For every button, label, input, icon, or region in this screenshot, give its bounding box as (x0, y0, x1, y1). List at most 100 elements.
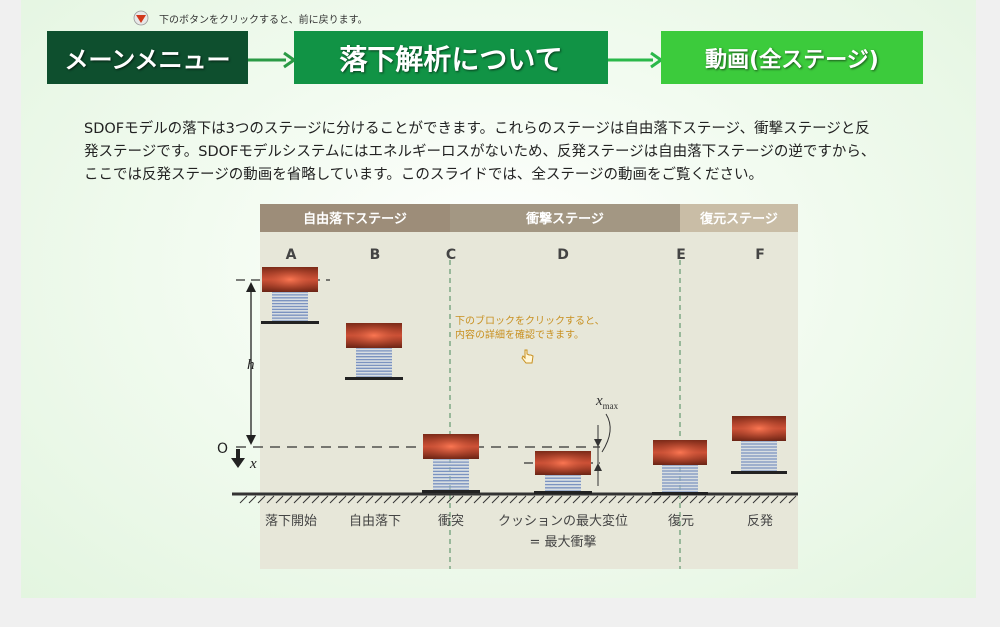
hand-pointer-icon (521, 349, 534, 364)
intro-line: 発ステージです。SDOFモデルシステムにはエネルギーロスがないため、反発ステージ… (84, 144, 876, 160)
hatch-mark (347, 495, 356, 504)
base-plate (731, 471, 787, 474)
hatch-mark (590, 495, 599, 504)
top-hint: 下のボタンをクリックすると、前に戻ります。 (133, 10, 368, 26)
hatch-mark (338, 495, 347, 504)
down-arrow-icon[interactable] (133, 10, 149, 26)
hatch-mark (356, 495, 365, 504)
intro-line: ここでは反発ステージの動画を省略しています。このスライドでは、全ステージの動画を… (84, 167, 764, 183)
mass-f[interactable] (731, 416, 787, 474)
mass-b[interactable] (345, 323, 403, 380)
spring (433, 459, 469, 490)
arrow-head-icon (594, 463, 602, 471)
column-label-d: D (557, 247, 569, 263)
hatch-mark (599, 495, 608, 504)
mass-a[interactable] (261, 267, 319, 324)
about-drop-button[interactable]: 落下解析について (294, 31, 608, 84)
hatch-mark (698, 495, 707, 504)
mass-block-glow (423, 434, 479, 459)
spring (662, 465, 698, 492)
hatch-mark (320, 495, 329, 504)
base-plate (261, 321, 319, 324)
hatch-mark (554, 495, 563, 504)
hatch-mark (608, 495, 617, 504)
column-label-c: C (446, 247, 456, 263)
mass-e[interactable] (652, 440, 708, 495)
hatch-mark (428, 495, 437, 504)
caption-max-displacement: クッションの最大変位 (498, 513, 628, 529)
hatch-mark (725, 495, 734, 504)
hatch-mark (545, 495, 554, 504)
hatch-mark (581, 495, 590, 504)
mass-block-glow (653, 440, 707, 465)
hatch-mark (617, 495, 626, 504)
arrow-head-icon (594, 439, 602, 447)
hatch-mark (761, 495, 770, 504)
column-label-b: B (370, 247, 381, 263)
hatch-mark (788, 495, 797, 504)
hatch-mark (482, 495, 491, 504)
caption-collision: 衝突 (438, 513, 464, 529)
hatch-mark (419, 495, 428, 504)
mass-c[interactable] (422, 434, 480, 493)
hatch-mark (365, 495, 374, 504)
mass-block-glow (535, 451, 591, 475)
column-label-f: F (755, 247, 765, 263)
hatch-mark (527, 495, 536, 504)
hatch-mark (653, 495, 662, 504)
hatch-mark (779, 495, 788, 504)
xmax-label: xmax (595, 393, 619, 411)
hatch-mark (275, 495, 284, 504)
xmax-leader-line (601, 413, 611, 453)
hatch-mark (626, 495, 635, 504)
hatch-mark (257, 495, 266, 504)
base-plate (345, 377, 403, 380)
caption-free-fall: 自由落下 (349, 514, 401, 529)
column-label-a: A (286, 247, 297, 263)
intro-text: SDOFモデルの落下は3つのステージに分けることができます。これらのステージは自… (84, 118, 924, 187)
hatch-mark (239, 495, 248, 504)
stage-free-label: 自由落下ステージ (303, 211, 407, 227)
hatch-mark (500, 495, 509, 504)
spring (356, 348, 392, 377)
hatch-mark (302, 495, 311, 504)
column-label-e: E (676, 247, 686, 263)
base-plate (652, 492, 708, 495)
intro-line: SDOFモデルの落下は3つのステージに分けることができます。これらのステージは自… (84, 121, 870, 137)
block-hint-line1: 下のブロックをクリックすると、 (455, 314, 605, 327)
hatch-mark (455, 495, 464, 504)
hatch-mark (743, 495, 752, 504)
stage-impact-header (450, 204, 680, 232)
hatch-mark (410, 495, 419, 504)
xmax-base: x (595, 393, 603, 409)
animation-all-button[interactable]: 動画(全ステージ) (661, 31, 923, 84)
mass-block-glow (346, 323, 402, 348)
hatch-mark (374, 495, 383, 504)
stage-free-header (260, 204, 450, 232)
caption-max-impact: = 最大衝撃 (529, 534, 596, 550)
main-menu-button[interactable]: メーンメニュー (47, 31, 248, 84)
hatch-mark (473, 495, 482, 504)
x-direction-arrow-icon (231, 449, 245, 468)
mass-block-glow (262, 267, 318, 292)
hatch-mark (689, 495, 698, 504)
hatch-mark (293, 495, 302, 504)
arrow-head-icon (246, 282, 256, 292)
hatch-mark (716, 495, 725, 504)
caption-restore: 復元 (668, 513, 694, 529)
hatch-mark (734, 495, 743, 504)
hatch-mark (401, 495, 410, 504)
hatch-mark (536, 495, 545, 504)
spring (545, 475, 581, 491)
hatch-mark (770, 495, 779, 504)
hatch-mark (248, 495, 257, 504)
top-hint-text: 下のボタンをクリックすると、前に戻ります。 (159, 14, 368, 26)
mass-d[interactable] (534, 451, 592, 494)
hatch-mark (707, 495, 716, 504)
hatch-mark (518, 495, 527, 504)
block-hint-line2: 内容の詳細を確認できます。 (455, 328, 584, 341)
h-label: h (247, 357, 255, 373)
stage-restore-header (680, 204, 798, 232)
hatch-mark (752, 495, 761, 504)
